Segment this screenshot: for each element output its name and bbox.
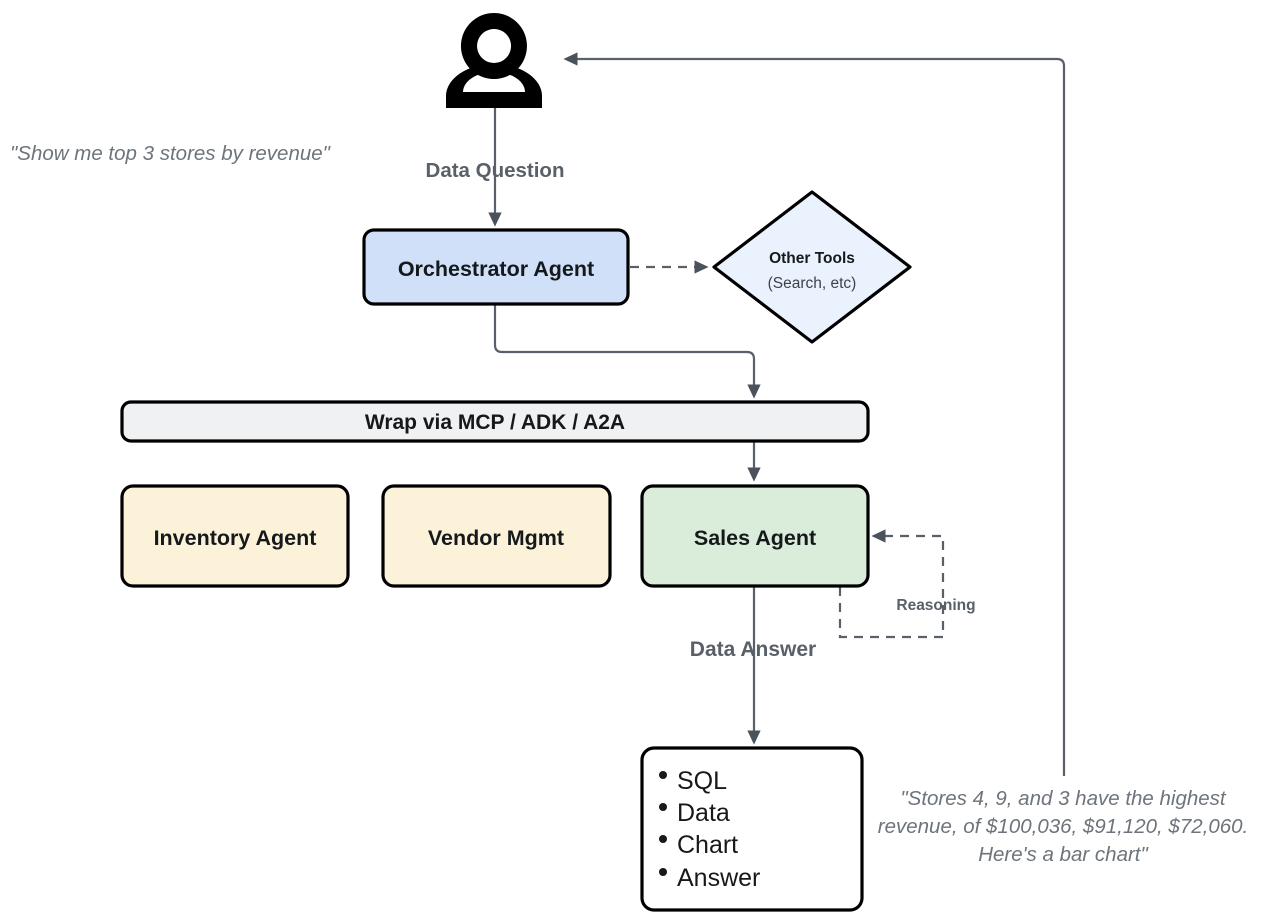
output-item-data: Data [677, 799, 730, 827]
edge-sales-reasoning-loop [838, 529, 945, 639]
response-quote-line-2: revenue, of $100,036, $91,120, $72,060. [878, 815, 1248, 838]
edge-label-reasoning: Reasoning [896, 597, 975, 614]
output-bullets [659, 771, 667, 876]
node-label-vendor-mgmt: Vendor Mgmt [428, 526, 564, 550]
edge-label-data-answer: Data Answer [690, 638, 816, 661]
node-sublabel-other-tools: (Search, etc) [768, 275, 857, 292]
person-icon [446, 13, 542, 108]
node-other-tools[interactable] [712, 190, 912, 344]
node-wrap-bar[interactable] [120, 400, 870, 443]
response-quote-line-1: "Stores 4, 9, and 3 have the highest [900, 787, 1227, 810]
node-inventory-agent[interactable] [120, 484, 350, 588]
edge-return-to-person [563, 52, 1066, 776]
node-label-orchestrator: Orchestrator Agent [398, 257, 594, 281]
node-label-sales-agent: Sales Agent [694, 526, 816, 550]
output-item-answer: Answer [677, 864, 760, 892]
node-output-box[interactable] [640, 746, 864, 912]
node-label-wrap-bar: Wrap via MCP / ADK / A2A [365, 411, 625, 434]
output-item-sql: SQL [677, 767, 727, 795]
node-orchestrator-agent[interactable] [362, 228, 630, 306]
node-label-other-tools: Other Tools [769, 250, 855, 267]
response-quote-line-3: Here's a bar chart" [978, 843, 1149, 866]
node-label-inventory-agent: Inventory Agent [154, 526, 317, 550]
node-sales-agent[interactable] [640, 484, 870, 588]
node-vendor-mgmt[interactable] [381, 484, 612, 588]
output-item-chart: Chart [677, 831, 738, 859]
actor-quote: "Show me top 3 stores by revenue" [10, 142, 332, 165]
edge-orchestrator-to-wrap [493, 304, 761, 399]
edge-label-data-question: Data Question [426, 159, 565, 182]
